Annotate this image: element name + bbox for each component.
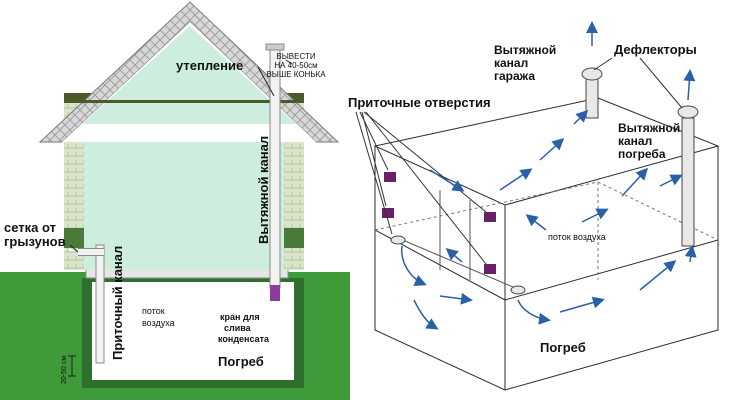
floor-vent: [390, 235, 406, 245]
label-roof-note-2: НА 40-50см: [274, 61, 317, 70]
label-condensate-2: слива: [224, 323, 252, 333]
label-roof-note-3: ВЫШЕ КОНЬКА: [266, 70, 326, 79]
label-rodent-mesh-2: грызунов: [4, 234, 66, 249]
label-garage-exhaust-1: Вытяжной: [494, 43, 556, 57]
label-insulation: утепление: [176, 58, 243, 73]
label-airflow-1: поток: [142, 306, 165, 316]
garage-side: [504, 146, 719, 301]
label-condensate-1: кран для: [220, 312, 260, 322]
label-intake-channel: Приточный канал: [110, 246, 125, 360]
exhaust-cap: [265, 43, 285, 51]
label-garage-exhaust-2: канал: [494, 56, 528, 70]
supply-openings: [382, 172, 496, 274]
label-cellar-right: Погреб: [540, 340, 586, 355]
exhaust-pipe: [269, 47, 281, 289]
label-cellar-exhaust-3: погреба: [618, 147, 666, 161]
airflow-arrows: [401, 21, 697, 330]
label-rodent-mesh-1: сетка от: [4, 220, 56, 235]
left-wall: [64, 100, 84, 270]
label-cellar-left: Погреб: [218, 354, 264, 369]
label-deflectors: Дефлекторы: [614, 42, 697, 57]
label-cellar-exhaust-1: Вытяжной: [618, 121, 680, 135]
label-exhaust-channel: Вытяжной канал: [256, 136, 271, 244]
label-airflow-2: воздуха: [142, 318, 175, 328]
floor-vent: [510, 285, 526, 295]
label-supply-openings: Приточные отверстия: [348, 95, 491, 110]
condensate-tap-icon: [270, 285, 280, 301]
foundation-block-right: [284, 228, 304, 248]
label-condensate-3: конденсата: [218, 334, 270, 344]
foundation-block-left: [64, 228, 84, 248]
intake-pipe: [95, 244, 105, 364]
label-garage-exhaust-3: гаража: [494, 69, 535, 83]
garage-exhaust-pipe: [581, 67, 603, 119]
right-wall: [284, 100, 304, 270]
label-roof-note-1: ВЫВЕСТИ: [276, 52, 315, 61]
cellar-exhaust-pipe: [677, 105, 699, 247]
label-pointers: [355, 57, 683, 265]
deflector-icon: [581, 67, 603, 81]
deflector-icon: [677, 105, 699, 119]
label-airflow-right: поток воздуха: [548, 232, 606, 242]
cellar-interior: [92, 282, 294, 380]
house-section: [0, 1, 350, 400]
label-cellar-exhaust-2: канал: [618, 134, 652, 148]
label-height-note: 20-50 см: [61, 356, 68, 384]
airflow-curve: [111, 299, 269, 371]
